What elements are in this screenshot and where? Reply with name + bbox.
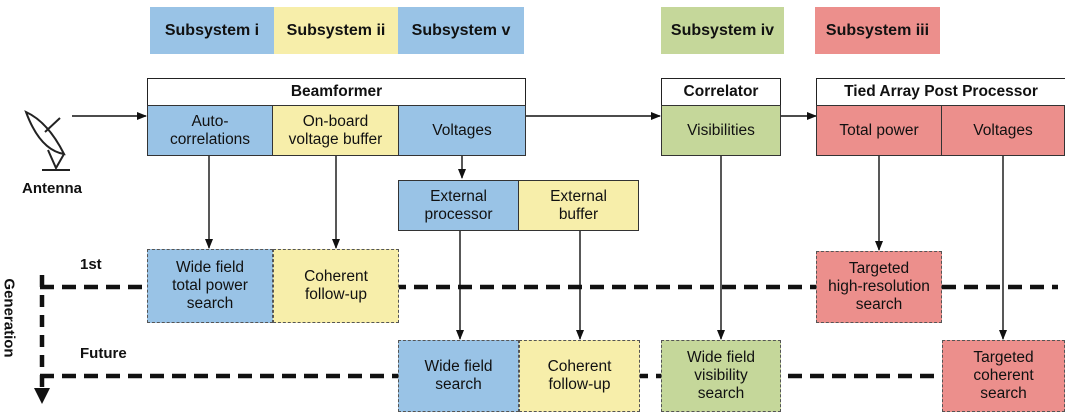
wide-field-visibility-search: Wide field visibility search [661, 340, 781, 412]
tied-voltages-box: Voltages [941, 105, 1065, 156]
coherent-follow-up-first: Coherent follow-up [273, 249, 399, 323]
legend-subsystem-iii: Subsystem iii [815, 7, 940, 54]
legend-subsystem-ii: Subsystem ii [274, 7, 398, 54]
future-generation-label: Future [80, 345, 127, 362]
beamformer-voltages-box: Voltages [398, 105, 526, 156]
wide-field-total-power-search: Wide field total power search [147, 249, 273, 323]
autocorrelations-box: Auto- correlations [147, 105, 273, 156]
beamformer-title: Beamformer [147, 78, 526, 106]
antenna-label: Antenna [22, 180, 82, 197]
coherent-follow-up-future: Coherent follow-up [519, 340, 640, 412]
onboard-voltage-buffer-box: On-board voltage buffer [272, 105, 399, 156]
external-processor-box: External processor [398, 180, 519, 231]
legend-subsystem-v: Subsystem v [398, 7, 524, 54]
targeted-high-resolution-search: Targeted high-resolution search [816, 251, 942, 323]
legend-subsystem-i: Subsystem i [150, 7, 274, 54]
generation-arrowhead [34, 388, 50, 404]
total-power-box: Total power [816, 105, 942, 156]
external-buffer-box: External buffer [518, 180, 639, 231]
generation-axis-label: Generation [0, 278, 18, 358]
wide-field-search: Wide field search [398, 340, 519, 412]
first-generation-label: 1st [80, 256, 102, 273]
tied-array-title: Tied Array Post Processor [816, 78, 1065, 106]
targeted-coherent-search: Targeted coherent search [942, 340, 1065, 412]
visibilities-box: Visibilities [661, 105, 781, 156]
legend-subsystem-iv: Subsystem iv [661, 7, 784, 54]
antenna-icon [24, 110, 70, 171]
correlator-title: Correlator [661, 78, 781, 106]
